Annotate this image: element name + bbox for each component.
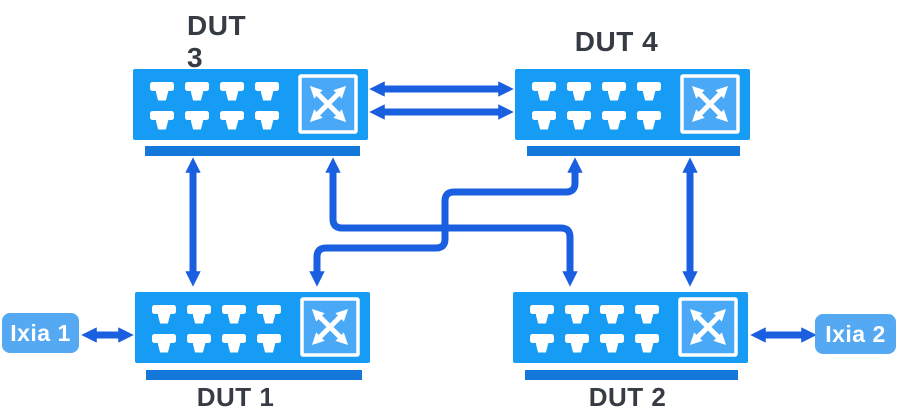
ethernet-port-icon: [255, 82, 279, 101]
ethernet-port-icon: [257, 305, 281, 324]
ethernet-port-icon: [185, 111, 209, 130]
ethernet-port-icon: [150, 82, 174, 101]
ethernet-port-icon: [602, 111, 626, 130]
ethernet-port-icon: [565, 305, 589, 324]
ethernet-port-icon: [530, 334, 554, 353]
label-dut2: DUT 2: [585, 381, 670, 414]
crossbar-switch-icon: [298, 74, 358, 134]
ethernet-port-icon: [187, 305, 211, 324]
ethernet-port-icon: [222, 334, 246, 353]
ethernet-port-icon: [530, 305, 554, 324]
switch-base-bar: [527, 146, 740, 156]
ethernet-port-icon: [567, 111, 591, 130]
switch-dut3: [133, 69, 368, 140]
ethernet-port-icon: [532, 111, 556, 130]
ethernet-port-icon: [255, 111, 279, 130]
port-grid: [150, 82, 279, 130]
ethernet-port-icon: [567, 82, 591, 101]
ethernet-port-icon: [635, 305, 659, 324]
label-dut4: DUT 4: [574, 22, 659, 62]
switch-base-bar: [525, 370, 738, 380]
ethernet-port-icon: [257, 334, 281, 353]
ethernet-port-icon: [637, 111, 661, 130]
ixia2-box: Ixia 2: [815, 314, 896, 354]
ethernet-port-icon: [600, 334, 624, 353]
crossbar-switch-icon: [300, 297, 360, 357]
ethernet-port-icon: [565, 334, 589, 353]
ethernet-port-icon: [185, 82, 209, 101]
label-dut1: DUT 1: [193, 381, 278, 414]
ethernet-port-icon: [637, 82, 661, 101]
arrow-dut3-dut2: [325, 157, 578, 287]
switch-base-bar: [146, 370, 362, 380]
ethernet-port-icon: [600, 305, 624, 324]
port-grid: [152, 305, 281, 353]
arrow-dut4-dut1: [309, 157, 583, 287]
label-dut3: DUT 3: [187, 10, 269, 73]
port-grid: [532, 82, 661, 130]
ethernet-port-icon: [187, 334, 211, 353]
ixia1-box: Ixia 1: [2, 313, 79, 353]
switch-dut2: [513, 292, 748, 363]
ethernet-port-icon: [222, 305, 246, 324]
ethernet-port-icon: [602, 82, 626, 101]
ethernet-port-icon: [635, 334, 659, 353]
ethernet-port-icon: [532, 82, 556, 101]
ethernet-port-icon: [150, 111, 174, 130]
switch-dut4: [515, 69, 750, 140]
ethernet-port-icon: [220, 82, 244, 101]
switch-base-bar: [145, 146, 360, 156]
ethernet-port-icon: [152, 334, 176, 353]
ethernet-port-icon: [220, 111, 244, 130]
crossbar-switch-icon: [678, 297, 738, 357]
switch-dut1: [135, 292, 370, 363]
ethernet-port-icon: [152, 305, 176, 324]
crossbar-switch-icon: [680, 74, 740, 134]
port-grid: [530, 305, 659, 353]
